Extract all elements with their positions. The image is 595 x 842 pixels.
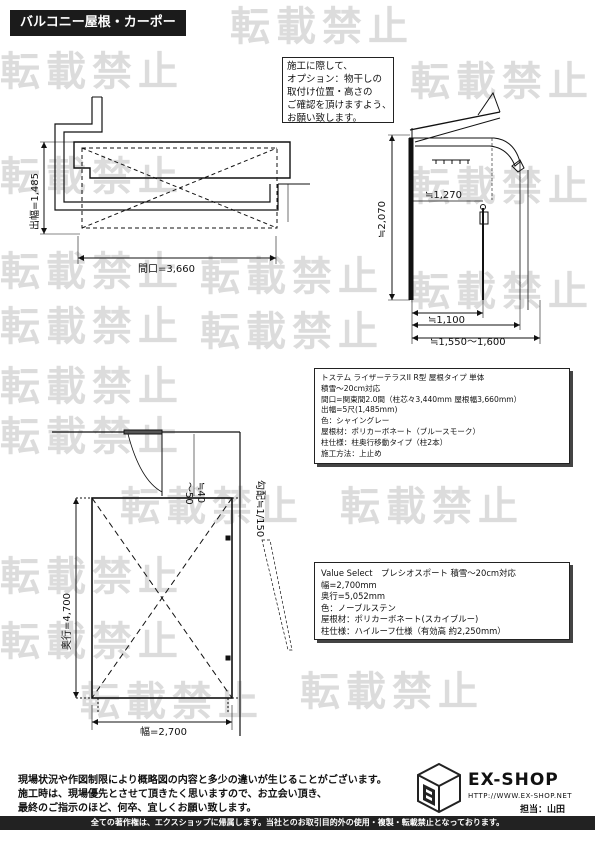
note-line: 取付け位置・高さの	[287, 87, 373, 98]
note-line: ご確認を頂けますよう、	[287, 100, 392, 111]
spec-line: 柱仕様：柱奥行移動タイプ（柱2本）	[321, 437, 448, 447]
carport-gap-label1: ≒40	[195, 482, 206, 503]
footer-line: 現場状況や作図制限により概略図の内容と多少の違いが生じることがございます。	[18, 775, 387, 786]
footer-line: 最終のご指示のほど、何卒、宜しくお願い致します。	[18, 803, 257, 814]
carport-gap-label2: ～50	[183, 482, 194, 505]
ex-shop-logo-icon	[417, 762, 461, 814]
spec-line: 幅=2,700mm	[321, 579, 377, 590]
watermark-text: 転載禁止	[0, 304, 184, 350]
spec-line: 間口=関東間2.0間（柱芯々3,440mm 屋根幅3,660mm）	[321, 394, 522, 404]
spec-line: 奥行=5,052mm	[321, 591, 386, 601]
watermark-text: 転載禁止	[300, 669, 484, 715]
spec-line: 出幅=5尺(1,485mm)	[321, 405, 398, 415]
spec-line: 施工方法：上止め	[321, 448, 382, 458]
spec-line: 柱仕様：ハイルーフ仕様（有効高 約2,250mm）	[321, 625, 506, 636]
carport-plan	[52, 429, 293, 736]
note-line: 施工に際して、	[287, 61, 353, 72]
brand-name: EX-SHOP	[468, 770, 559, 790]
watermark-text: 転載禁止	[200, 309, 384, 355]
balcony-section	[388, 91, 541, 344]
watermark-text: 転載禁止	[410, 269, 594, 315]
carport-width-label: 幅=2,700	[140, 725, 187, 738]
carport-depth-label: 奥行=4,700	[60, 593, 73, 650]
spec-line: 屋根材：ポリカーボネート（ブルースモーク）	[321, 426, 481, 436]
watermark-text: 転載禁止	[0, 154, 184, 200]
balcony-height-label: ≒2,070	[377, 201, 388, 238]
watermark-text: 転載禁止	[0, 619, 184, 665]
watermark-text: 転載禁止	[410, 59, 594, 105]
staff-label: 担当：山田	[520, 805, 566, 815]
spec-line: 色：ノーブルステン	[321, 602, 396, 613]
watermark-text: 転載禁止	[200, 254, 384, 300]
balcony-spec-box: トステム ライザーテラスII R型 屋根タイプ 単体 積雪～20cm対応 間口=…	[314, 368, 570, 464]
footer-disclaimer: 現場状況や作図制限により概略図の内容と多少の違いが生じることがございます。 施工…	[18, 774, 387, 816]
spec-line: 屋根材：ポリカーボネート(スカイブルー)	[321, 614, 479, 624]
balcony-width-label: 間口=3,660	[138, 263, 195, 275]
page-title: バルコニー屋根・カーポート	[10, 10, 186, 56]
balcony-plan	[40, 96, 310, 264]
watermark-text: 転載禁止	[410, 164, 594, 210]
watermark-text: 転載禁止	[0, 249, 184, 295]
watermark-text: 転載禁止	[0, 49, 184, 95]
footer-line: 施工時は、現場優先とさせて頂きたく思いますので、お立会い頂き、	[18, 789, 327, 800]
watermark-text: 転載禁止	[0, 364, 184, 410]
installation-note: 施工に際して、 オプション：物干しの 取付け位置・高さの ご確認を頂けますよう、…	[282, 57, 394, 124]
spec-line: 積雪～20cm対応	[321, 383, 381, 393]
balcony-dim1-label: ≒1,100	[428, 315, 465, 326]
balcony-dim2-label: ≒1,550～1,600	[430, 337, 506, 348]
watermark-text: 転載禁止	[340, 484, 524, 530]
watermark-text: 転載禁止	[230, 4, 414, 50]
spec-line: トステム ライザーテラスII R型 屋根タイプ 単体	[321, 373, 485, 382]
watermark-text: 転載禁止	[0, 554, 184, 600]
balcony-depth-label: 出幅=1,485	[28, 173, 41, 230]
carport-slope-label: 勾配≒1/150	[254, 480, 267, 537]
note-line: お願い致します。	[287, 113, 363, 124]
carport-spec-box: Value Select プレシオスポート 積雪～20cm対応 幅=2,700m…	[314, 562, 570, 640]
spec-line: 色：シャイングレー	[321, 416, 390, 426]
note-line: オプション：物干しの	[287, 74, 383, 85]
copyright-bar: 全ての著作権は、エクスショップに帰属します。当社とのお取引目的外の使用・複製・転…	[0, 816, 595, 830]
spec-line: Value Select プレシオスポート 積雪～20cm対応	[321, 568, 516, 578]
brand-url[interactable]: HTTP://WWW.EX-SHOP.NET	[468, 792, 573, 800]
watermark-text: 転載禁止	[0, 414, 184, 460]
balcony-overhang-label: ≒1,270	[425, 190, 462, 201]
watermark-text: 転載禁止	[120, 484, 304, 530]
